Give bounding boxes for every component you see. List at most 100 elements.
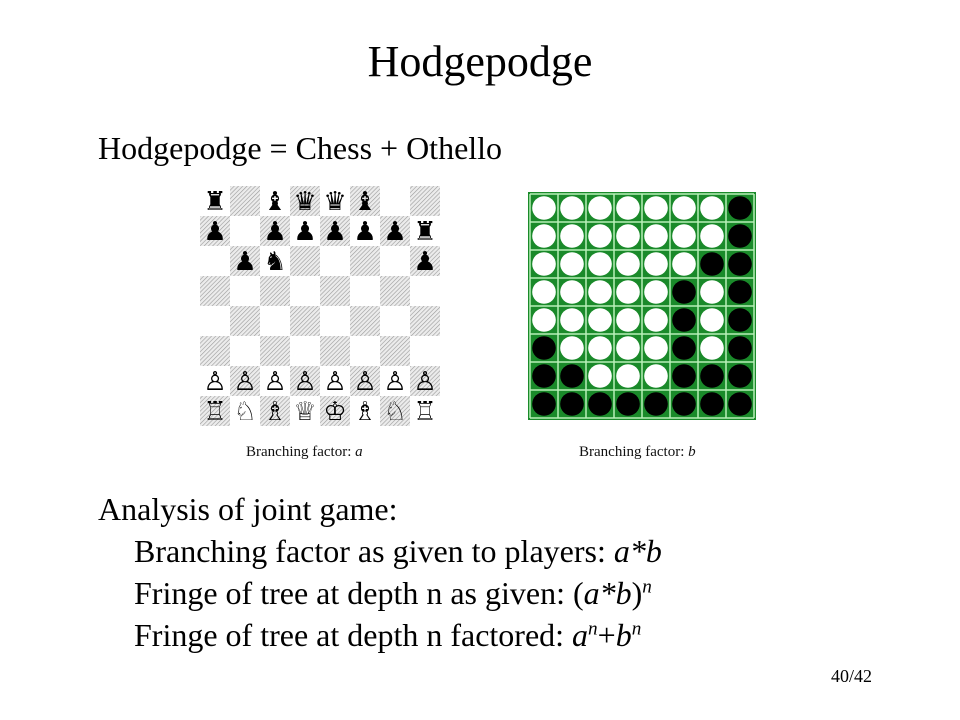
chess-piece-icon: ♟ [413, 247, 436, 277]
othello-branching-caption: Branching factor: b [579, 442, 696, 462]
othello-white-disc [672, 196, 696, 220]
analysis-line-text: Fringe of tree at depth n as given: ( [134, 575, 584, 611]
chess-square [350, 306, 380, 336]
analysis-math: a*b [613, 533, 662, 569]
chess-piece-icon: ♝ [263, 187, 286, 217]
chess-square [410, 186, 440, 216]
chess-square [290, 276, 320, 306]
othello-black-disc [700, 364, 724, 388]
analysis-math: b [615, 617, 632, 653]
chess-square [380, 366, 410, 396]
chess-square [380, 246, 410, 276]
othello-white-disc [560, 196, 584, 220]
othello-white-disc [588, 336, 612, 360]
chess-square [230, 396, 260, 426]
chess-square [410, 306, 440, 336]
chess-square [260, 246, 290, 276]
slide-title: Hodgepodge [367, 37, 593, 86]
analysis-exponent: n [642, 576, 652, 598]
chess-square [200, 306, 230, 336]
othello-black-disc [728, 280, 752, 304]
chess-piece-icon: ♞ [263, 247, 286, 277]
othello-white-disc [532, 308, 556, 332]
chess-piece-icon: ♙ [233, 367, 256, 397]
chess-square [230, 216, 260, 246]
chess-piece-icon: ♟ [203, 217, 226, 247]
chess-square [290, 216, 320, 246]
chess-piece-icon: ♟ [233, 247, 256, 277]
chess-piece-icon: ♔ [323, 397, 346, 426]
othello-black-disc [700, 392, 724, 416]
analysis-paren: ) [631, 575, 643, 611]
chess-square [230, 186, 260, 216]
chess-square [320, 306, 350, 336]
analysis-line-branching: Branching factor as given to players: a*… [98, 530, 662, 572]
chess-square [320, 336, 350, 366]
othello-black-disc [672, 364, 696, 388]
analysis-line-fringe-given: Fringe of tree at depth n as given: (a*b… [98, 572, 662, 614]
analysis-exponent: n [631, 618, 642, 640]
chess-square [320, 276, 350, 306]
othello-black-disc [532, 364, 556, 388]
chess-square [350, 276, 380, 306]
othello-black-disc [560, 364, 584, 388]
othello-black-disc [728, 336, 752, 360]
othello-white-disc [560, 336, 584, 360]
chess-square [410, 366, 440, 396]
chess-piece-icon: ♛ [323, 187, 346, 217]
othello-white-disc [532, 280, 556, 304]
othello-black-disc [672, 392, 696, 416]
chess-piece-icon: ♗ [353, 397, 376, 426]
othello-white-disc [700, 280, 724, 304]
chess-square [410, 216, 440, 246]
othello-white-disc [644, 364, 668, 388]
othello-white-disc [588, 196, 612, 220]
chess-square [380, 216, 410, 246]
chess-piece-icon: ♟ [293, 217, 316, 247]
othello-white-disc [560, 308, 584, 332]
chess-square [200, 216, 230, 246]
othello-white-disc [700, 308, 724, 332]
othello-white-disc [532, 196, 556, 220]
othello-white-disc [532, 224, 556, 248]
chess-square [230, 306, 260, 336]
othello-white-disc [700, 336, 724, 360]
chess-square [290, 336, 320, 366]
othello-white-disc [560, 224, 584, 248]
chess-square [260, 276, 290, 306]
chess-piece-icon: ♙ [323, 367, 346, 397]
othello-white-disc [588, 224, 612, 248]
chess-square [320, 396, 350, 426]
chess-caption-var: a [355, 444, 363, 460]
othello-white-disc [616, 336, 640, 360]
othello-black-disc [728, 308, 752, 332]
chess-square [410, 246, 440, 276]
chess-square [320, 216, 350, 246]
analysis-math: a [572, 617, 589, 653]
chess-square [200, 366, 230, 396]
othello-white-disc [616, 224, 640, 248]
chess-square [260, 396, 290, 426]
othello-white-disc [532, 252, 556, 276]
othello-white-disc [616, 308, 640, 332]
chess-piece-icon: ♟ [323, 217, 346, 247]
othello-white-disc [644, 308, 668, 332]
chess-square [200, 246, 230, 276]
chess-piece-icon: ♟ [353, 217, 376, 247]
chess-piece-icon: ♘ [383, 397, 406, 426]
chess-square [200, 276, 230, 306]
chess-piece-icon: ♙ [383, 367, 406, 397]
othello-black-disc [532, 392, 556, 416]
othello-white-disc [616, 196, 640, 220]
chess-square [380, 336, 410, 366]
chess-square [230, 336, 260, 366]
analysis-line-text: Fringe of tree at depth n factored: [134, 617, 573, 653]
othello-white-disc [644, 196, 668, 220]
analysis-line-text: Branching factor as given to players: [134, 533, 614, 569]
chess-square [200, 186, 230, 216]
othello-black-disc [728, 252, 752, 276]
othello-white-disc [588, 252, 612, 276]
othello-white-disc [616, 280, 640, 304]
othello-caption-text: Branching factor: [579, 444, 689, 460]
chess-piece-icon: ♛ [293, 187, 316, 217]
